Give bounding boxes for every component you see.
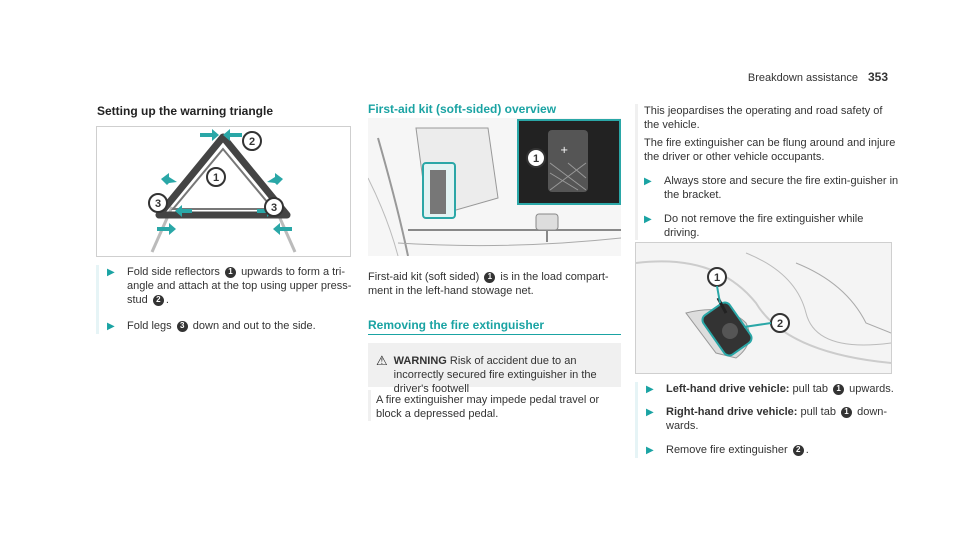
figure2-callout-1: 1 <box>533 153 539 165</box>
callout-badge-1: 1 <box>841 406 853 418</box>
extinguisher-step-3: ▶ Remove fire extinguisher 2. <box>646 443 901 458</box>
step-arrow-icon: ▶ <box>644 176 652 187</box>
remove-extinguisher-title: Removing the fire extinguisher <box>368 318 621 335</box>
step1-text-a: Fold side reflectors <box>127 266 220 278</box>
bullet1-text: Always store and secure the fire extin-g… <box>664 175 899 201</box>
rhd-text-b: down-wards. <box>666 406 888 432</box>
lhd-label: Left-hand drive vehicle: <box>666 383 790 395</box>
rhd-text-a: pull tab <box>800 406 836 418</box>
safety-bullet-1: ▶ Always store and secure the fire extin… <box>644 174 899 202</box>
callout-badge-2: 2 <box>152 294 164 306</box>
step2-text-b: down and out to the side. <box>192 320 316 332</box>
warning-triangle-figure: 2 1 3 3 <box>96 126 351 257</box>
first-aid-text-b: is in the load compart-ment in the left-… <box>368 271 609 297</box>
bullet2-text: Do not remove the fire extinguisher whil… <box>664 213 864 239</box>
callout-badge-1: 1 <box>833 383 845 395</box>
first-aid-figure: + 1 <box>368 118 621 256</box>
extinguisher-step-1: ▶ Left-hand drive vehicle: pull tab 1 up… <box>646 382 901 397</box>
warning-continued: This jeopardises the operating and road … <box>635 104 899 240</box>
callout-badge-1: 1 <box>484 271 496 283</box>
remove-text-a: Remove fire extinguisher <box>666 444 788 456</box>
warning-triangle-icon: ⚠ <box>376 353 388 368</box>
step-arrow-icon: ▶ <box>644 214 652 225</box>
warning-text: Risk of accident due to an incorrectly s… <box>393 355 597 395</box>
step2-text-a: Fold legs <box>127 320 172 332</box>
callout-badge-2: 2 <box>792 444 804 456</box>
triangle-step-2: ▶ Fold legs 3 down and out to the side. <box>107 319 359 334</box>
first-aid-text-a: First-aid kit (soft sided) <box>368 271 480 283</box>
warning-label: WARNING <box>393 355 447 367</box>
svg-text:+: + <box>560 145 568 156</box>
figure3-callout-1: 1 <box>714 272 720 284</box>
safety-bullet-2: ▶ Do not remove the fire extinguisher wh… <box>644 212 899 240</box>
warning-box: ⚠ WARNING Risk of accident due to an inc… <box>368 343 621 395</box>
triangle-step-1: ▶ Fold side reflectors 1 upwards to form… <box>107 265 359 307</box>
extinguisher-step-2: ▶ Right-hand drive vehicle: pull tab 1 d… <box>646 405 901 433</box>
step1-text-c: . <box>165 294 169 306</box>
figure1-callout-3b: 3 <box>271 202 277 214</box>
callout-badge-1: 1 <box>225 266 236 278</box>
callout-badge-3: 3 <box>176 320 188 332</box>
step1-text-b: upwards to form a tri-angle and attach a… <box>127 266 352 306</box>
extinguisher-figure: 1 2 <box>635 242 892 374</box>
step-arrow-icon: ▶ <box>646 407 654 418</box>
page-number: 353 <box>867 70 888 84</box>
step-arrow-icon: ▶ <box>646 445 654 456</box>
remove-text-b: . <box>805 444 809 456</box>
step-arrow-icon: ▶ <box>646 384 654 395</box>
rhd-label: Right-hand drive vehicle: <box>666 406 798 418</box>
first-aid-description: First-aid kit (soft sided) 1 is in the l… <box>368 270 621 298</box>
warning-triangle-title: Setting up the warning triangle <box>97 104 274 118</box>
lhd-text-b: upwards. <box>849 383 894 395</box>
step-arrow-icon: ▶ <box>107 321 115 332</box>
safety-paragraph-2: The fire extinguisher can be flung aroun… <box>644 137 896 163</box>
page-header: Breakdown assistance 353 <box>748 70 888 84</box>
figure1-callout-1: 1 <box>213 172 219 184</box>
safety-paragraph-1: This jeopardises the operating and road … <box>644 105 883 131</box>
step-arrow-icon: ▶ <box>107 267 115 278</box>
section-name: Breakdown assistance <box>747 72 858 84</box>
triangle-steps: ▶ Fold side reflectors 1 upwards to form… <box>96 265 359 334</box>
extinguisher-steps: ▶ Left-hand drive vehicle: pull tab 1 up… <box>635 382 901 458</box>
figure1-callout-3a: 3 <box>155 198 161 210</box>
lhd-text-a: pull tab <box>792 383 829 395</box>
warning-body: A fire extinguisher may impede pedal tra… <box>368 390 621 421</box>
figure3-callout-2: 2 <box>777 318 783 330</box>
figure1-callout-2: 2 <box>249 136 255 148</box>
first-aid-title: First-aid kit (soft-sided) overview <box>368 102 621 119</box>
